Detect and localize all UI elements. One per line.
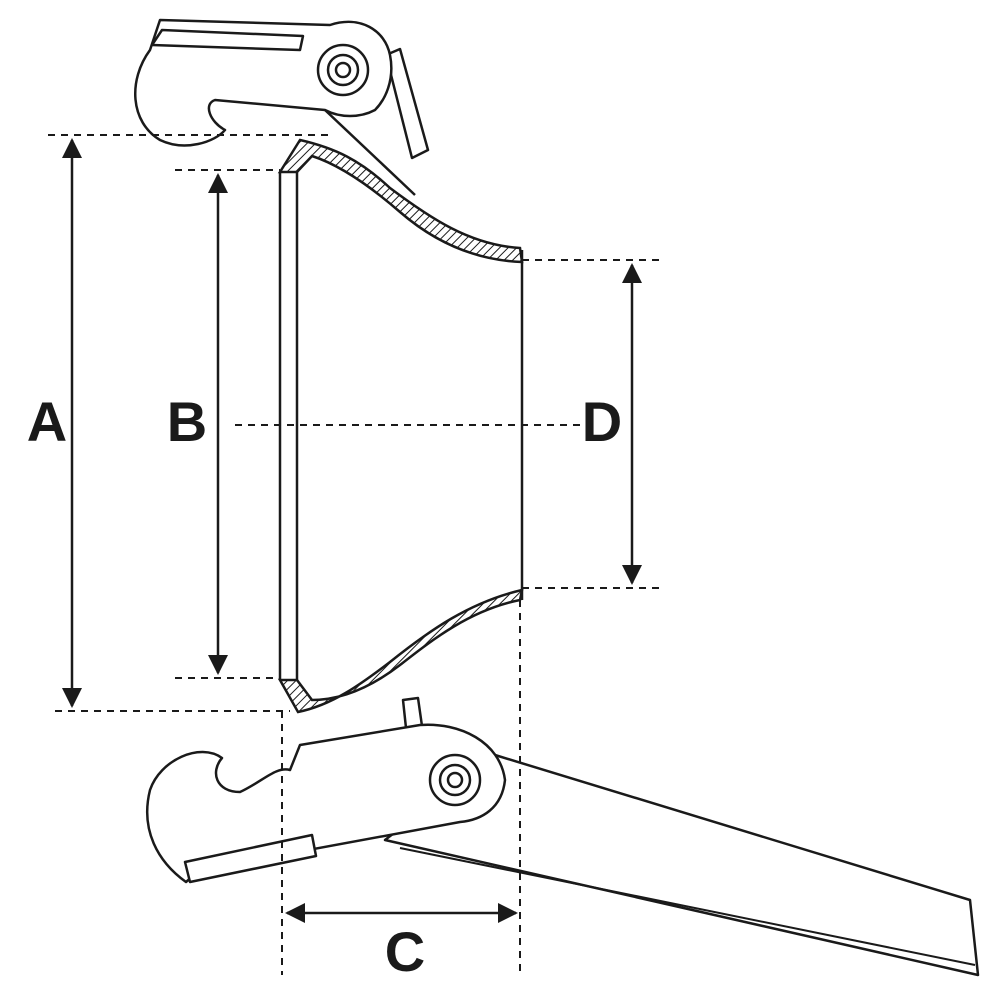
bottom-pivot-icon — [428, 753, 482, 807]
top-lever-plate — [384, 47, 430, 160]
bottom-cam-hook — [145, 696, 507, 884]
extension-lines — [48, 134, 665, 975]
label-a: A — [27, 390, 67, 453]
top-hook-plate — [150, 28, 305, 52]
bottom-tab — [401, 696, 424, 730]
top-pivot-icon — [316, 43, 370, 97]
label-b: B — [167, 390, 207, 453]
bottom-wall-section — [277, 588, 524, 714]
label-c: C — [385, 920, 425, 983]
label-d: D — [582, 390, 622, 453]
coupling-body — [277, 138, 524, 714]
bottom-hook-plate — [183, 833, 318, 884]
top-wall-section — [277, 138, 524, 264]
top-cam-hook — [134, 18, 430, 196]
